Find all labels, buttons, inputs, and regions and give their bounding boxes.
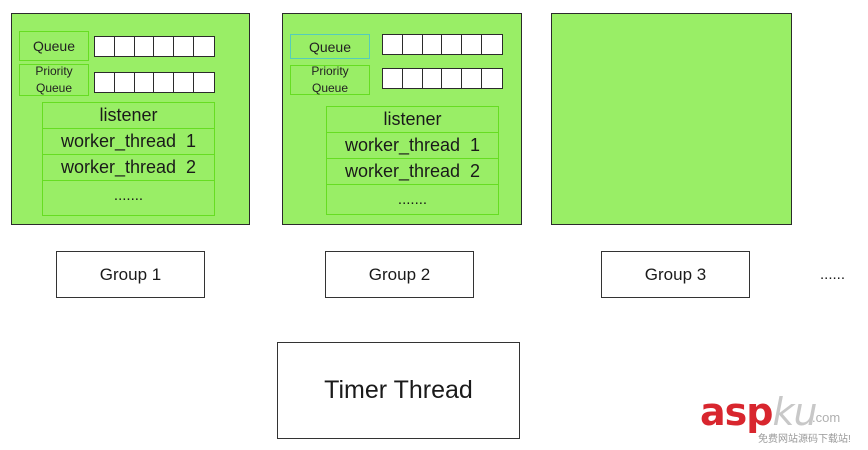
- group-2-label-text: Group 2: [368, 264, 431, 284]
- queue-slot: [442, 69, 463, 88]
- queue-slot: [174, 73, 195, 92]
- group-1-label-text: Group 1: [99, 264, 162, 284]
- group-1-panel: Queue Priority Queue listener worker_thr…: [11, 13, 250, 225]
- group-3-label: Group 3: [601, 251, 750, 298]
- queue-slot: [154, 37, 175, 56]
- priority-queue-label: Priority Queue: [19, 64, 89, 96]
- queue-slot: [422, 35, 443, 54]
- queue-label: Queue: [19, 31, 89, 61]
- worker-thread-row: worker_thread 2: [327, 159, 498, 185]
- queue-slot: [402, 69, 423, 88]
- queue-slot: [383, 69, 403, 88]
- group-2-panel: Queue Priority Queue listener worker_thr…: [282, 13, 522, 225]
- worker-thread-row: worker_thread 2: [43, 155, 214, 181]
- queue-slot: [402, 35, 423, 54]
- queue-slot: [95, 37, 115, 56]
- ellipsis-row: .......: [113, 186, 144, 204]
- priority-queue-label-line1: Priority: [35, 64, 73, 78]
- queue-slot: [114, 37, 135, 56]
- group-3-label-text: Group 3: [644, 264, 707, 284]
- queue-slot: [462, 35, 483, 54]
- priority-queue-label-line2: Queue: [35, 81, 73, 95]
- queue-slot: [134, 73, 155, 92]
- listener-row: listener: [327, 107, 498, 133]
- queue-slot: [383, 35, 403, 54]
- queue-slot: [482, 35, 502, 54]
- watermark-brand-asp: asp: [700, 390, 773, 434]
- group-2-label: Group 2: [325, 251, 474, 298]
- more-groups-ellipsis: ......: [820, 266, 846, 283]
- thread-stack: listener worker_thread 1 worker_thread 2…: [42, 102, 215, 216]
- queue-slot: [482, 69, 502, 88]
- queue-slot: [194, 37, 214, 56]
- queue-slot: [114, 73, 135, 92]
- queue-label-text: Queue: [32, 38, 76, 54]
- queue-slot: [134, 37, 155, 56]
- group-3-panel: [551, 13, 792, 225]
- priority-queue-label-line1: Priority: [311, 64, 349, 78]
- group-1-label: Group 1: [56, 251, 205, 298]
- watermark-brand-ku: ku: [772, 390, 817, 434]
- queue-slot: [442, 35, 463, 54]
- queue-slot: [462, 69, 483, 88]
- priority-queue-slots: [382, 68, 503, 89]
- queue-slots: [94, 36, 215, 57]
- watermark-brand: aspku: [700, 390, 818, 434]
- queue-slot: [174, 37, 195, 56]
- queue-label: Queue: [290, 34, 370, 59]
- queue-slot: [154, 73, 175, 92]
- priority-queue-label-line2: Queue: [311, 81, 349, 95]
- watermark-logo: aspku .com 免费网站源码下载站!: [700, 390, 865, 445]
- worker-thread-row: worker_thread 1: [43, 129, 214, 155]
- queue-slot: [422, 69, 443, 88]
- priority-queue-slots: [94, 72, 215, 93]
- timer-thread-label: Timer Thread: [324, 376, 473, 404]
- watermark-domain: .com: [812, 410, 841, 425]
- queue-label-text: Queue: [308, 38, 352, 55]
- listener-row: listener: [43, 103, 214, 129]
- ellipsis-row: .......: [397, 190, 428, 208]
- thread-stack: listener worker_thread 1 worker_thread 2…: [326, 106, 499, 215]
- queue-slot: [95, 73, 115, 92]
- queue-slots: [382, 34, 503, 55]
- watermark-tagline: 免费网站源码下载站!: [758, 434, 851, 445]
- priority-queue-label: Priority Queue: [290, 64, 370, 95]
- queue-slot: [194, 73, 214, 92]
- timer-thread-box: Timer Thread: [277, 342, 520, 439]
- worker-thread-row: worker_thread 1: [327, 133, 498, 159]
